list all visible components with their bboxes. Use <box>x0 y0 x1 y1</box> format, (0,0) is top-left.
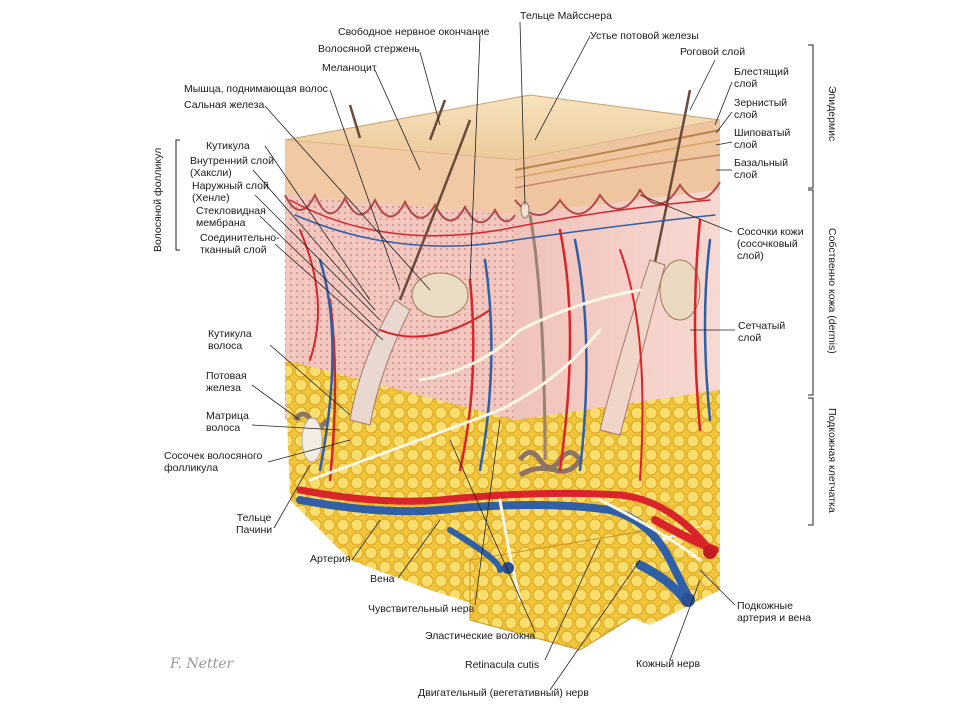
vein-main <box>296 496 694 604</box>
label-dermal-papillae: Сосочки кожи (сосочковый слой) <box>737 226 804 262</box>
pacinian-corpuscle <box>301 417 323 463</box>
label-stratum-basale: Базальный слой <box>734 157 789 181</box>
label-sensory-nerve: Чувствительный нерв <box>368 603 475 615</box>
sebaceous-gland <box>411 272 469 318</box>
label-melanocyte: Меланоцит <box>322 62 377 74</box>
dermis-front-right <box>515 190 720 445</box>
label-hair-shaft: Волосяной стержень <box>318 43 420 55</box>
label-free-nerve-ending: Свободное нервное окончание <box>338 26 490 38</box>
artery-main <box>296 486 714 554</box>
side-label-epidermis: Эпидермис <box>826 86 838 142</box>
label-subcut-vessels: Подкожные артерия и вена <box>737 600 812 624</box>
label-motor-nerve: Двигательный (вегетативный) нерв <box>418 687 589 699</box>
epidermis-front-left <box>285 140 515 215</box>
label-stratum-lucidum: Блестящий слой <box>734 66 789 90</box>
label-stratum-spinosum: Шиповатый слой <box>734 127 791 151</box>
label-follicle-papilla: Сосочек волосяного фолликула <box>164 450 263 474</box>
label-outer-sheath: Наружный слой (Хенле) <box>192 180 269 204</box>
label-connective-layer: Соединительно- тканный слой <box>200 232 280 256</box>
side-label-dermis: Собственно кожа (dermis) <box>826 228 838 354</box>
label-glassy-membrane: Стекловидная мембрана <box>196 205 266 229</box>
label-cutaneous-nerve: Кожный нерв <box>636 658 701 670</box>
hair-follicle-left <box>349 299 411 426</box>
nerve-main <box>308 328 602 482</box>
label-arrector-muscle: Мышца, поднимающая волос <box>184 83 328 95</box>
label-meissner: Тельце Майсснера <box>520 10 612 22</box>
label-hair-cuticle: Кутикула волоса <box>208 328 252 352</box>
label-cuticle: Кутикула <box>206 140 250 152</box>
label-inner-sheath: Внутренний слой (Хаксли) <box>190 155 274 179</box>
label-sebaceous: Сальная железа <box>184 99 265 111</box>
label-reticular-layer: Сетчатый слой <box>738 320 786 344</box>
side-label-subcutis: Подкожная клетчатка <box>826 408 838 513</box>
label-sweat-gland: Потовая железа <box>206 370 247 394</box>
sweat-gland-coil <box>517 450 584 478</box>
label-stratum-corneum: Роговой слой <box>680 46 746 58</box>
label-hair-matrix: Матрица волоса <box>206 410 249 434</box>
label-vein: Вена <box>370 573 395 585</box>
label-stratum-granulosum: Зернистый слой <box>734 97 788 121</box>
label-pacini: Тельце Пачини <box>236 512 273 536</box>
label-artery: Артерия <box>310 553 351 565</box>
side-label-hair-follicle: Волосяной фолликул <box>152 147 164 252</box>
label-sweat-pore: Устье потовой железы <box>590 30 699 42</box>
label-retinacula: Retinacula cutis <box>465 659 540 671</box>
label-elastic-fibers: Эластические волокна <box>425 630 536 642</box>
artist-signature: F. Netter <box>169 656 235 672</box>
hair-follicle-right <box>599 259 666 436</box>
